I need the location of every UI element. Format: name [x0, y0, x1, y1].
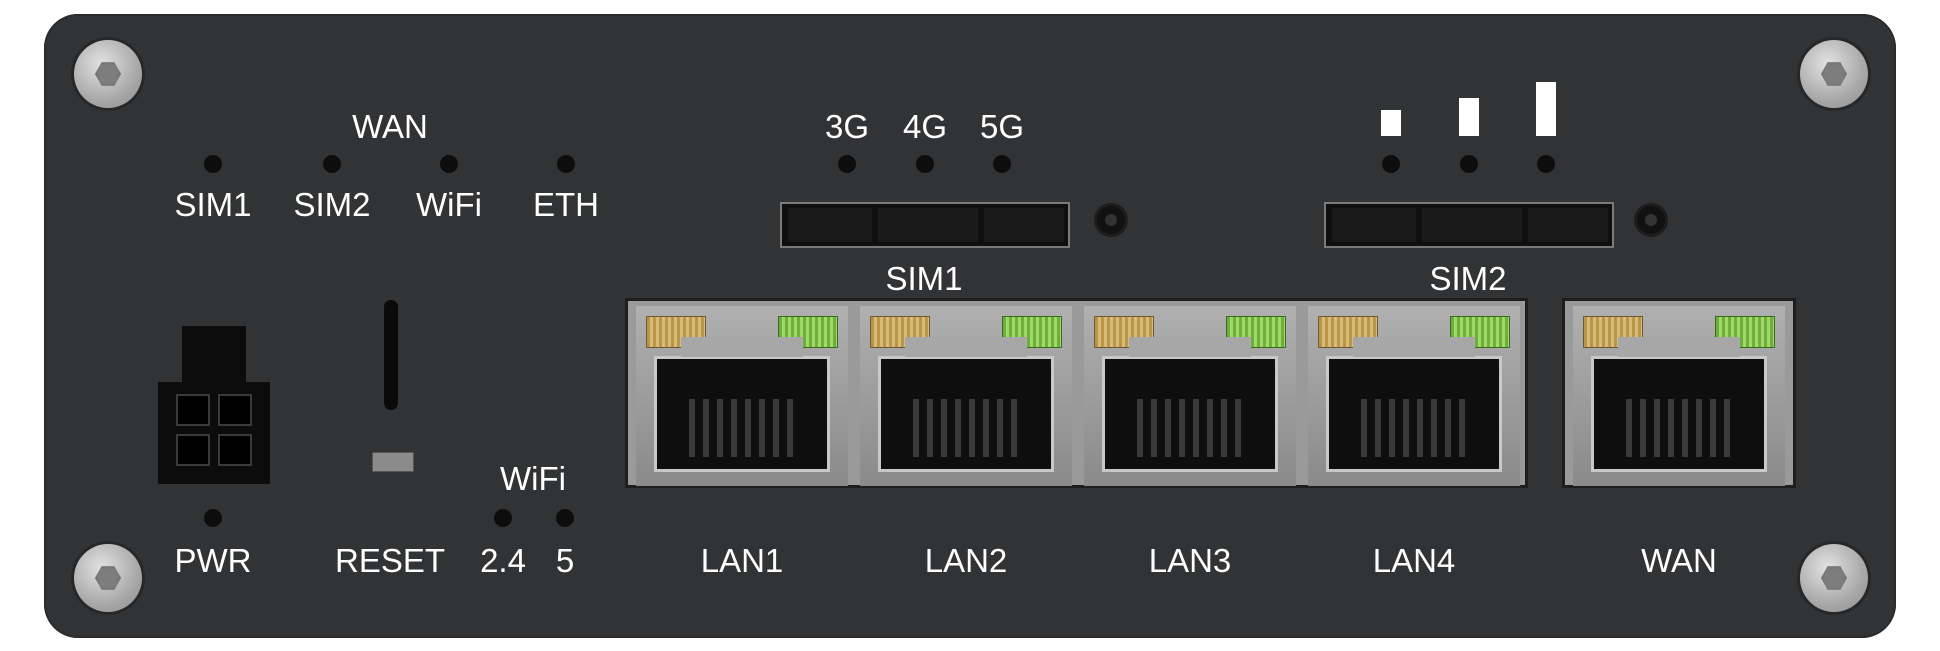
led-signal-1 [1382, 155, 1400, 173]
reset-button[interactable] [372, 452, 414, 472]
wan-port[interactable] [1573, 306, 1785, 486]
signal-bar-1-icon [1381, 110, 1401, 136]
led-wifi-5 [556, 509, 574, 527]
led-pwr [204, 509, 222, 527]
wan-status-title: WAN [352, 108, 428, 145]
label-4g: 4G [902, 108, 948, 145]
label-wifi: WiFi [416, 186, 482, 223]
led-5g [993, 155, 1011, 173]
led-wifi-24 [494, 509, 512, 527]
led-wifi [440, 155, 458, 173]
led-4g [916, 155, 934, 173]
sim2-eject-hole-icon[interactable] [1637, 206, 1665, 234]
label-lan3: LAN3 [1148, 542, 1232, 579]
label-wifi-5: 5 [555, 542, 575, 579]
screw-top-right-icon [1800, 40, 1868, 108]
lan3-port[interactable] [1084, 306, 1296, 486]
label-sim1-slot: SIM1 [885, 260, 963, 297]
label-lan4: LAN4 [1372, 542, 1456, 579]
label-eth: ETH [533, 186, 599, 223]
label-wifi-24: 2.4 [480, 542, 526, 579]
led-signal-3 [1537, 155, 1555, 173]
led-sim2 [323, 155, 341, 173]
label-5g: 5G [979, 108, 1025, 145]
screw-top-left-icon [74, 40, 142, 108]
lan4-port[interactable] [1308, 306, 1520, 486]
wifi-band-title: WiFi [500, 460, 566, 497]
signal-bar-2-icon [1459, 98, 1479, 136]
signal-bar-3-icon [1536, 82, 1556, 136]
led-sim1 [204, 155, 222, 173]
label-lan1: LAN1 [700, 542, 784, 579]
lan1-port[interactable] [636, 306, 848, 486]
lan2-port[interactable] [860, 306, 1072, 486]
led-eth [557, 155, 575, 173]
screw-bottom-left-icon [74, 544, 142, 612]
label-wan-port: WAN [1641, 542, 1717, 579]
label-3g: 3G [824, 108, 870, 145]
sim2-slot[interactable] [1324, 202, 1614, 248]
sim1-slot[interactable] [780, 202, 1070, 248]
label-reset: RESET [334, 542, 446, 579]
led-signal-2 [1460, 155, 1478, 173]
label-lan2: LAN2 [924, 542, 1008, 579]
sim1-eject-hole-icon[interactable] [1097, 206, 1125, 234]
reset-slot [384, 300, 398, 410]
power-connector[interactable] [158, 326, 270, 484]
label-pwr: PWR [174, 542, 252, 579]
label-sim2-slot: SIM2 [1429, 260, 1507, 297]
led-3g [838, 155, 856, 173]
screw-bottom-right-icon [1800, 544, 1868, 612]
label-sim2: SIM2 [293, 186, 371, 223]
label-sim1: SIM1 [174, 186, 252, 223]
